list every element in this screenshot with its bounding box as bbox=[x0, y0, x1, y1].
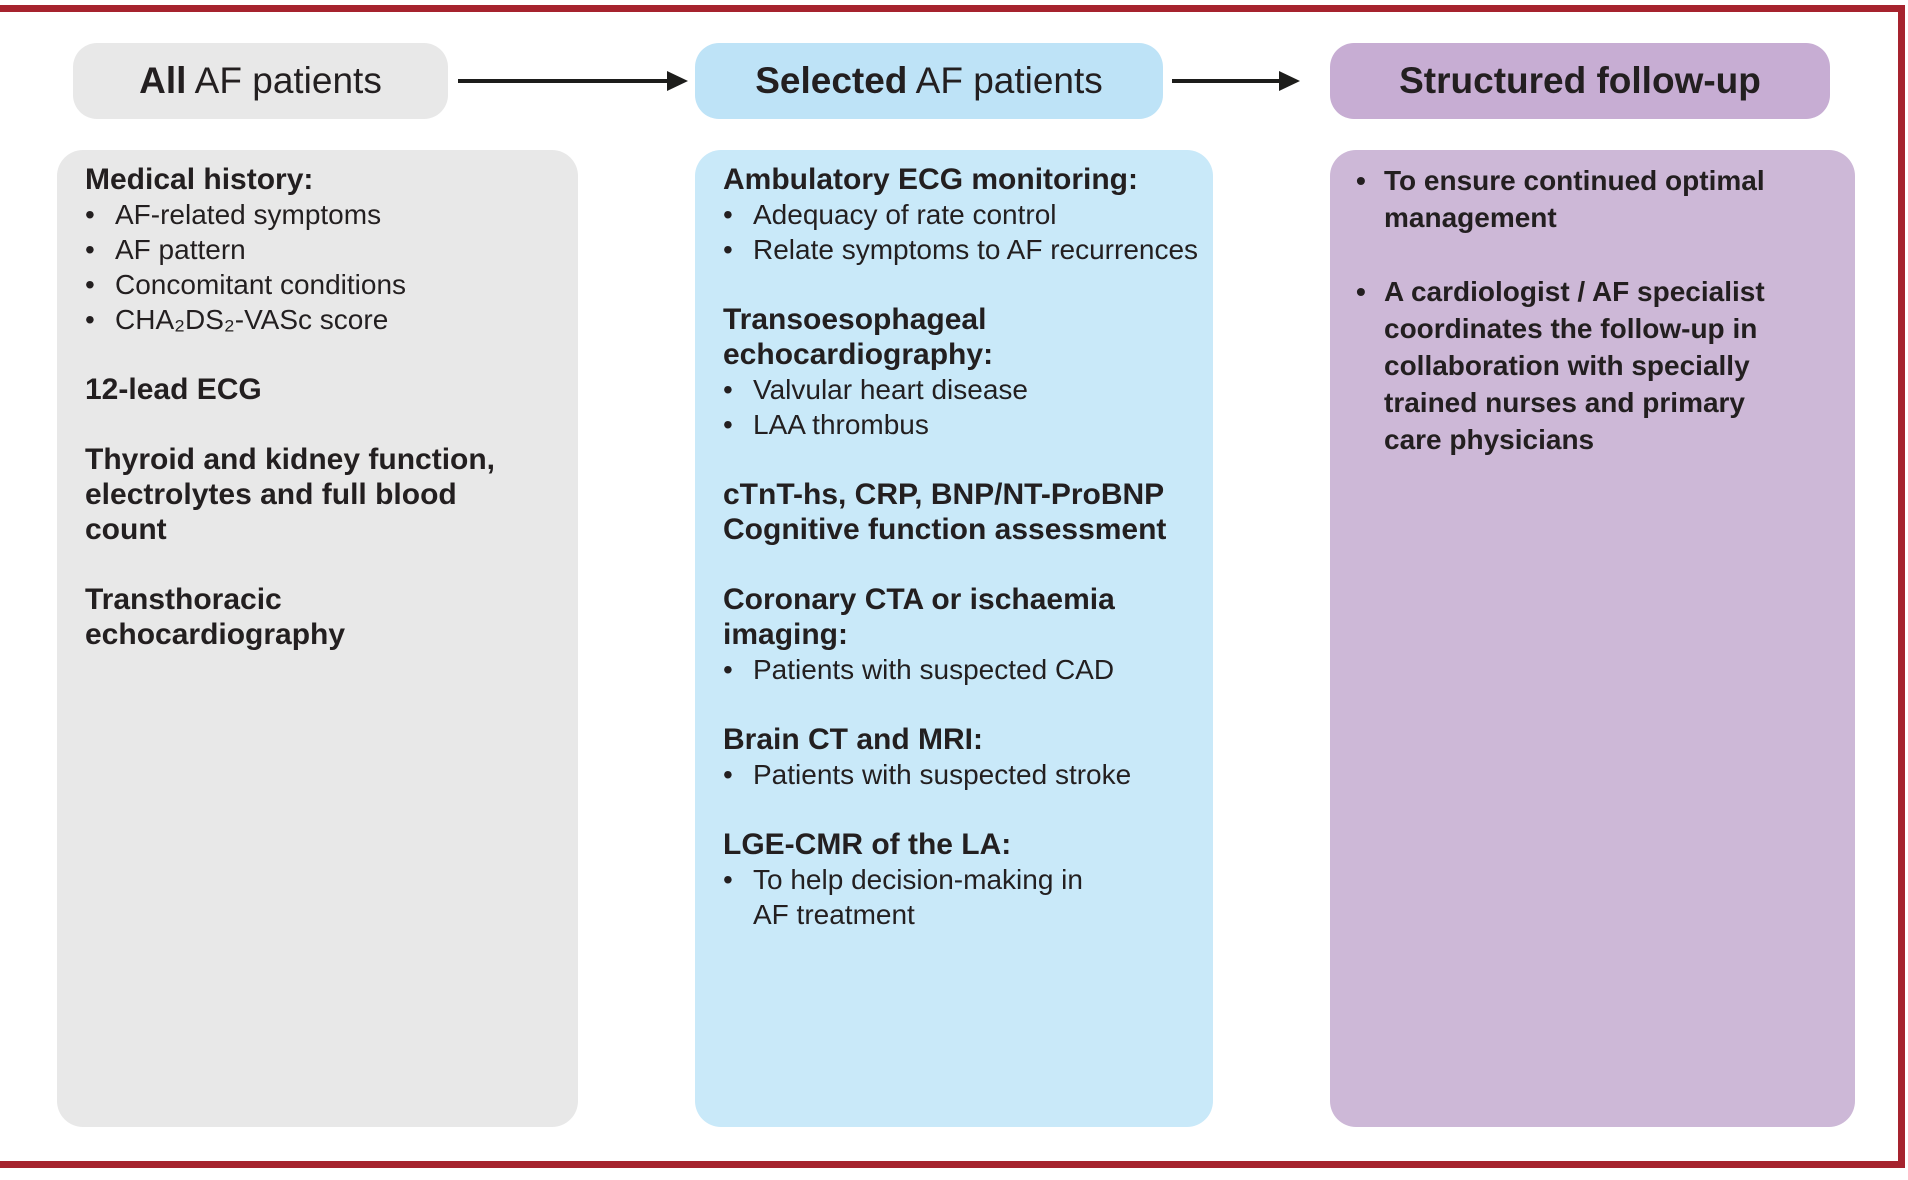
bullet-list: • Valvular heart disease • LAA thrombus bbox=[723, 372, 1185, 442]
section-ambulatory-ecg: Ambulatory ECG monitoring: • Adequacy of … bbox=[723, 162, 1198, 267]
bullet-item: • AF pattern bbox=[85, 232, 550, 267]
pill-label: AF patients bbox=[186, 60, 382, 101]
bullet-text: AF-related symptoms bbox=[115, 199, 382, 230]
section-12-lead-ecg: 12-lead ECG bbox=[85, 372, 550, 407]
pill-all-af-patients: All AF patients bbox=[73, 43, 448, 119]
bullet-text: Relate symptoms to AF recurrences bbox=[753, 234, 1199, 265]
bullet-item: • LAA thrombus bbox=[723, 407, 1185, 442]
heading-coronary-cta: Coronary CTA or ischaemia imaging: bbox=[723, 583, 1115, 651]
heading-toe-echo: Transoesophageal echocardiography: bbox=[723, 303, 994, 371]
pill-structured-follow-up: Structured follow-up bbox=[1330, 43, 1830, 119]
bullet-item: • Patients with suspected stroke bbox=[723, 757, 1185, 792]
bullet-text: Patients with suspected CAD bbox=[753, 654, 1115, 685]
section-transthoracic-echo: Transthoracic echocardiography bbox=[85, 582, 550, 652]
section-brain-ct-mri: Brain CT and MRI: • Patients with suspect… bbox=[723, 722, 1185, 792]
bullet-marker: • bbox=[85, 199, 95, 230]
heading-medical-history: Medical history: bbox=[85, 163, 314, 196]
bullet-text: Adequacy of rate control bbox=[753, 199, 1057, 230]
bullet-marker: • bbox=[723, 409, 733, 440]
section-cardiologist-coordination: • A cardiologist / AF specialist coordina… bbox=[1356, 273, 1829, 458]
pill-label-emphasis: Selected bbox=[755, 60, 908, 101]
pill-label: AF patients bbox=[907, 60, 1103, 101]
bullet-item: • A cardiologist / AF specialist coordina… bbox=[1356, 273, 1829, 458]
bullet-item: • AF-related symptoms bbox=[85, 197, 550, 232]
bullet-marker: • bbox=[723, 374, 733, 405]
bullet-item: • CHA₂DS₂-VASc score bbox=[85, 302, 550, 337]
heading-12-lead-ecg: 12-lead ECG bbox=[85, 373, 262, 406]
section-lge-cmr: LGE-CMR of the LA: • To help decision-mak… bbox=[723, 827, 1185, 932]
bullet-item: • To ensure continued optimal management bbox=[1356, 162, 1829, 236]
bullet-marker: • bbox=[85, 304, 95, 335]
bullet-text: LAA thrombus bbox=[753, 409, 929, 440]
heading-thyroid-kidney: Thyroid and kidney function, electrolyte… bbox=[85, 443, 496, 546]
bullet-text: A cardiologist / AF specialist coordinat… bbox=[1384, 276, 1765, 455]
bullet-text: AF pattern bbox=[115, 234, 246, 265]
section-thyroid-kidney: Thyroid and kidney function, electrolyte… bbox=[85, 442, 550, 547]
heading-ambulatory-ecg: Ambulatory ECG monitoring: bbox=[723, 163, 1138, 196]
bullet-marker: • bbox=[723, 759, 733, 790]
bullet-list: • Adequacy of rate control • Relate sympto… bbox=[723, 197, 1198, 267]
pill-selected-af-patients: Selected AF patients bbox=[695, 43, 1163, 119]
bullet-marker: • bbox=[1356, 276, 1366, 307]
bullet-item: • Patients with suspected CAD bbox=[723, 652, 1185, 687]
pill-label-emphasis: Structured follow-up bbox=[1399, 60, 1761, 101]
section-medical-history: Medical history: • AF-related symptoms • A… bbox=[85, 162, 550, 337]
bullet-list: • To ensure continued optimal management bbox=[1356, 162, 1829, 236]
bullet-item: • Relate symptoms to AF recurrences bbox=[723, 232, 1198, 267]
bullet-list: • A cardiologist / AF specialist coordina… bbox=[1356, 273, 1829, 458]
bullet-marker: • bbox=[85, 269, 95, 300]
bullet-item: • Concomitant conditions bbox=[85, 267, 550, 302]
bullet-marker: • bbox=[723, 864, 733, 895]
box-selected-af-patients: Ambulatory ECG monitoring: • Adequacy of … bbox=[695, 150, 1213, 1127]
bullet-list: • Patients with suspected CAD bbox=[723, 652, 1185, 687]
bullet-text: Valvular heart disease bbox=[753, 374, 1028, 405]
heading-brain-ct-mri: Brain CT and MRI: bbox=[723, 723, 983, 756]
bullet-text: To help decision-making in AF treatment bbox=[753, 864, 1083, 930]
bullet-text: Concomitant conditions bbox=[115, 269, 407, 300]
bullet-marker: • bbox=[723, 654, 733, 685]
section-biomarkers-cognitive: cTnT-hs, CRP, BNP/NT-ProBNP Cognitive fu… bbox=[723, 477, 1185, 547]
bullet-marker: • bbox=[1356, 165, 1366, 196]
bullet-marker: • bbox=[723, 199, 733, 230]
box-all-af-patients: Medical history: • AF-related symptoms • A… bbox=[57, 150, 578, 1127]
section-continued-management: • To ensure continued optimal management bbox=[1356, 162, 1829, 236]
arrow-right-icon bbox=[458, 79, 668, 83]
bullet-item: • Valvular heart disease bbox=[723, 372, 1185, 407]
bullet-item: • Adequacy of rate control bbox=[723, 197, 1185, 232]
pill-label-emphasis: All bbox=[139, 60, 187, 101]
bullet-item: • To help decision-making in AF treatment bbox=[723, 862, 1185, 932]
arrow-right-icon bbox=[1172, 79, 1280, 83]
heading-biomarkers-cognitive: cTnT-hs, CRP, BNP/NT-ProBNP Cognitive fu… bbox=[723, 478, 1167, 546]
heading-lge-cmr: LGE-CMR of the LA: bbox=[723, 828, 1012, 861]
box-structured-follow-up: •To ensure continued optimal management … bbox=[1330, 150, 1855, 1127]
section-toe-echo: Transoesophageal echocardiography: • Valv… bbox=[723, 302, 1185, 442]
bullet-list: • To help decision-making in AF treatment bbox=[723, 862, 1185, 932]
bullet-list: • Patients with suspected stroke bbox=[723, 757, 1185, 792]
heading-transthoracic-echo: Transthoracic echocardiography bbox=[85, 583, 346, 651]
section-coronary-cta: Coronary CTA or ischaemia imaging: • Pati… bbox=[723, 582, 1185, 687]
bullet-text: To ensure continued optimal management bbox=[1384, 165, 1765, 233]
bullet-marker: • bbox=[723, 234, 733, 265]
red-frame-border bbox=[0, 5, 1905, 1168]
bullet-text: CHA₂DS₂-VASc score bbox=[115, 304, 389, 335]
bullet-list: • AF-related symptoms • AF pattern • Concom… bbox=[85, 197, 550, 337]
bullet-marker: • bbox=[85, 234, 95, 265]
bullet-text: Patients with suspected stroke bbox=[753, 759, 1132, 790]
